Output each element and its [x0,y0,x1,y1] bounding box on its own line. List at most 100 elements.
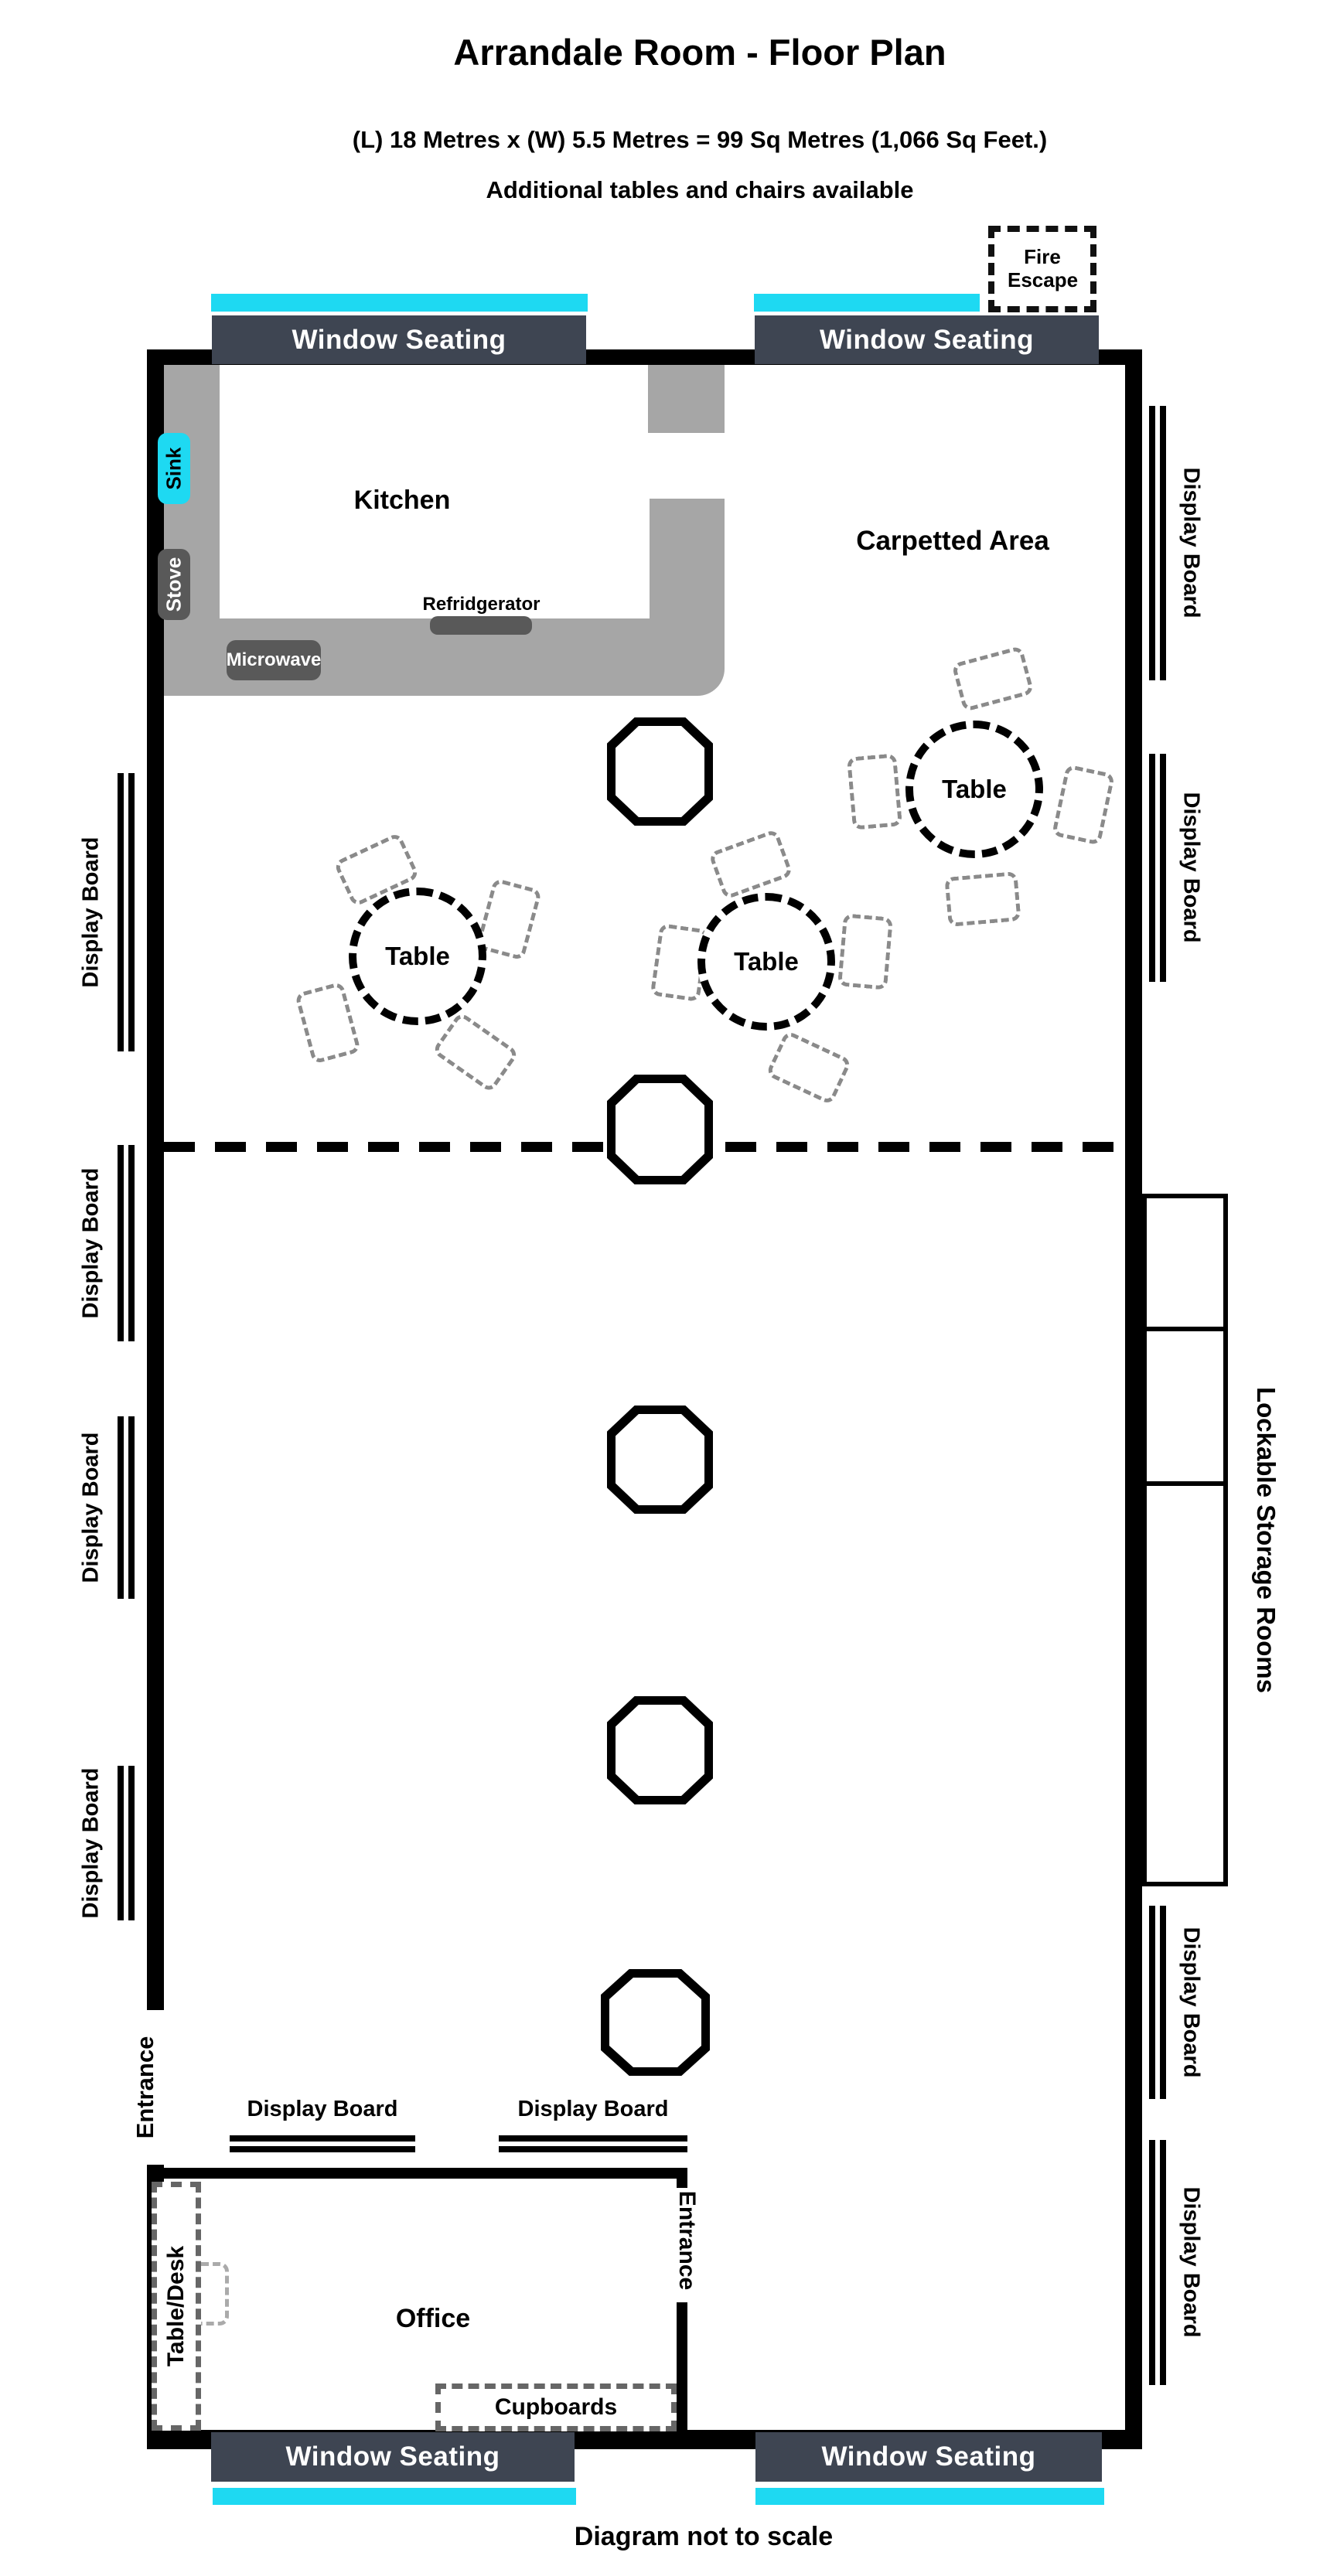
window-seating-label: Window Seating [292,324,506,355]
kitchen-label: Kitchen [353,486,451,515]
cupboards-label: Cupboards [494,2394,618,2420]
pillar-core [616,1414,704,1505]
sink-label: Sink [162,447,186,490]
display-board-line [128,773,135,1051]
display-board-line [128,1145,135,1341]
pillar-core [616,726,704,817]
pillar [607,1075,713,1184]
window-strip-bottom-right [755,2488,1104,2505]
storage-room-3 [1142,1481,1228,1886]
display-board-label: Display Board [1178,792,1204,943]
office-wall-top [164,2168,687,2179]
display-board-line [118,1145,124,1341]
display-board-label: Display Board [247,2097,398,2121]
refrigerator [430,616,532,635]
chair [294,981,362,1065]
window-seating-bottom-right: Window Seating [755,2432,1102,2482]
display-board-line [1160,754,1166,982]
display-board-line [1149,754,1155,982]
pillar-core [616,1083,704,1176]
entrance-label-main: Entrance [131,2036,159,2139]
chair [431,1010,520,1094]
chair [951,645,1035,713]
pillar [607,717,713,826]
display-board-left-4: Display Board [74,1766,136,1920]
pillar [607,1406,713,1514]
office-table-desk: Table/Desk [152,2182,201,2431]
chair [1051,764,1116,846]
storage-room-2 [1142,1327,1228,1486]
display-board-line [1160,406,1166,680]
carpeted-area-label: Carpetted Area [856,526,1049,556]
display-board-line [128,1766,135,1920]
table-desk-label: Table/Desk [163,2245,189,2367]
display-board-line [230,2135,415,2142]
window-seating-label: Window Seating [821,2441,1036,2472]
display-board-left-1: Display Board [74,773,136,1051]
kitchen-counter-block-right [648,365,725,433]
display-board-label: Display Board [78,837,104,988]
wall-right [1125,349,1142,2447]
room-dimensions: (L) 18 Metres x (W) 5.5 Metres = 99 Sq M… [352,126,1048,153]
window-strip-top-right [754,294,980,312]
display-board-right-4: Display Board [1149,2140,1219,2385]
display-board-label: Display Board [1178,467,1204,618]
display-board-line [1149,406,1155,680]
round-table-3: Table [697,893,835,1031]
microwave: Microwave [227,640,321,680]
chair [944,871,1021,927]
office-wall-right-stub [677,2168,687,2188]
window-seating-label: Window Seating [285,2441,500,2472]
window-seating-top-left: Window Seating [212,315,586,364]
display-board-line [1149,2140,1155,2385]
stove: Stove [158,549,190,620]
display-board-left-3: Display Board [74,1416,136,1599]
window-seating-label: Window Seating [820,324,1034,355]
round-table-1: Table [905,721,1043,858]
entrance-label-office: Entrance [674,2190,700,2291]
window-strip-top-left [211,294,588,312]
display-board-line [118,1416,124,1599]
scale-note: Diagram not to scale [574,2522,834,2551]
window-seating-bottom-left: Window Seating [211,2432,575,2482]
display-board-label: Display Board [1178,2186,1204,2338]
display-board-line [499,2135,687,2142]
fire-escape: Fire Escape [988,226,1096,312]
window-seating-top-right: Window Seating [755,315,1099,364]
pillar-core [616,1705,704,1796]
chair [708,828,794,901]
display-board-line [1160,2140,1166,2385]
kitchen-counter-column-right [650,499,725,653]
pillar [601,1969,710,2076]
office-label: Office [395,2304,471,2333]
display-board-line [1149,1906,1155,2099]
wall-left-upper [147,349,164,2010]
window-strip-bottom-left [213,2488,576,2505]
table-label: Table [942,775,1007,803]
office-wall-right-lower [677,2302,687,2431]
fire-escape-label: Fire Escape [1008,245,1079,291]
display-board-label: Display Board [78,1167,104,1319]
chair [837,913,893,990]
table-label: Table [734,947,799,976]
additional-furniture-note: Additional tables and chairs available [486,176,914,203]
display-board-line [499,2146,687,2152]
display-board-line [118,1766,124,1920]
display-board-label: Display Board [78,1432,104,1583]
refrigerator-label: Refridgerator [422,594,541,615]
sink: Sink [158,433,190,504]
display-board-label: Display Board [517,2097,669,2121]
microwave-label: Microwave [226,649,322,670]
stove-label: Stove [162,557,186,612]
page-title: Arrandale Room - Floor Plan [453,32,946,73]
display-board-right-3: Display Board [1149,1906,1219,2099]
lockable-storage-label: Lockable Storage Rooms [1252,1386,1281,1694]
table-label: Table [385,942,450,970]
pillar [607,1696,713,1804]
display-board-line [118,773,124,1051]
storage-room-1 [1142,1194,1228,1331]
display-board-label: Display Board [78,1767,104,1919]
display-board-office-right: Display Board [499,2097,687,2155]
round-table-2: Table [349,888,486,1025]
display-board-right-1: Display Board [1149,406,1219,680]
